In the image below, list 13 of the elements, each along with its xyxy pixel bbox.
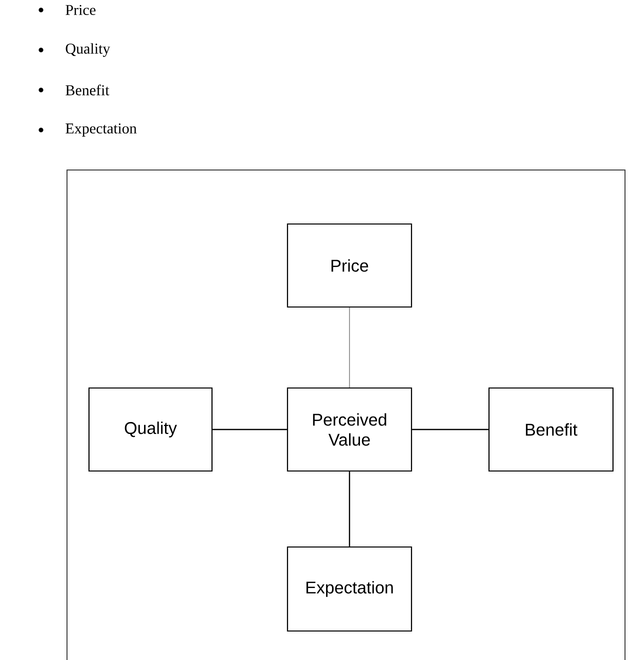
box: Perceived Value	[286, 387, 412, 472]
box: Expectation	[286, 546, 412, 632]
connector-line	[348, 472, 350, 546]
box: Benefit	[488, 387, 614, 472]
bullet-text: Quality	[66, 43, 110, 57]
box: Quality	[88, 387, 213, 472]
connector-line	[349, 307, 350, 388]
bullet-text: Price	[66, 4, 96, 16]
bullet-text: Expectation	[66, 123, 137, 137]
connector-line	[412, 428, 488, 430]
box: Price	[286, 223, 412, 308]
connector-line	[212, 428, 287, 430]
bullet-text: Benefit	[66, 84, 110, 96]
